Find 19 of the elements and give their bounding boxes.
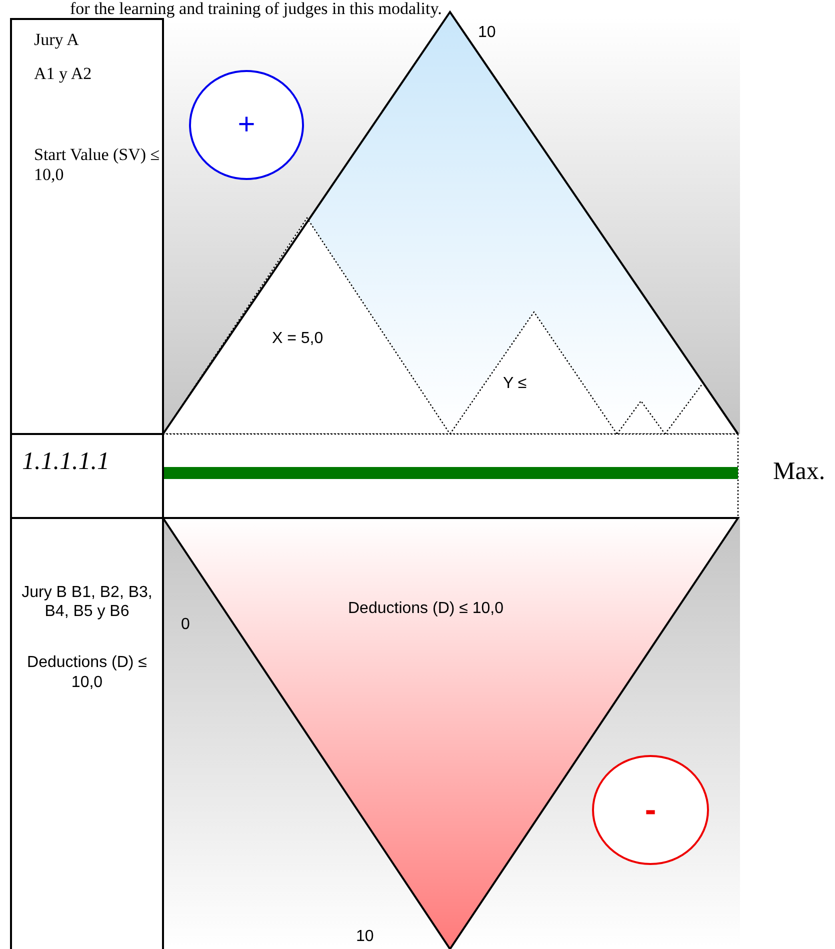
jury-panel: [10, 517, 164, 949]
sign-symbol: +: [238, 108, 256, 142]
jury-panel: [10, 433, 164, 519]
scale-label: 10: [356, 928, 374, 946]
panel-text: 1.1.1.1.1: [22, 447, 110, 477]
side-label: Max.: [773, 458, 826, 487]
scale-label: 10: [478, 24, 496, 42]
heading-text: for the learning and training of judges in this modality.: [70, 0, 442, 19]
scale-label: 0: [181, 616, 190, 634]
panel-text: A1 y A2: [34, 64, 92, 85]
panel-text: Jury B B1, B2, B3, B4, B5 y B6: [20, 583, 154, 622]
sign-symbol: -: [644, 790, 656, 830]
triangle-label: Deductions (D) ≤ 10,0: [348, 600, 504, 618]
panel-text: Start Value (SV) ≤ 10,0: [34, 144, 161, 186]
jury-panel: [10, 18, 164, 435]
value-label: X = 5,0: [272, 330, 324, 348]
panel-text: Jury A: [34, 30, 79, 50]
panel-text: Deductions (D) ≤ 10,0: [26, 653, 148, 692]
value-label: Y ≤: [503, 375, 527, 394]
